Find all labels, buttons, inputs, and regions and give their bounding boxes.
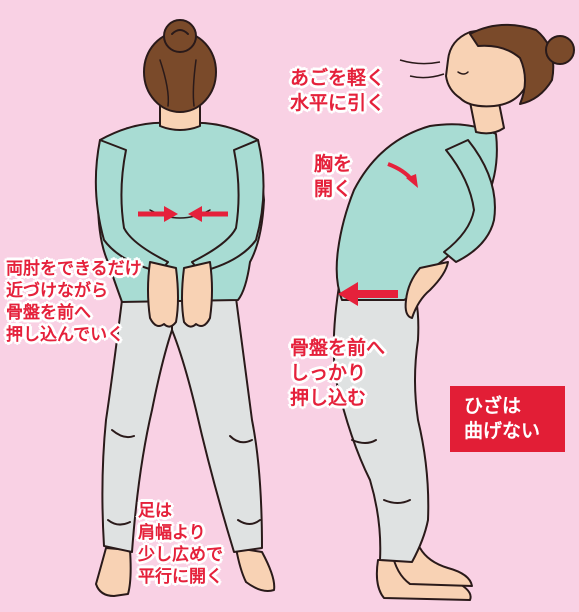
- side-hair-bun: [546, 36, 574, 64]
- chin-label: あごを軽く 水平に引く: [290, 66, 385, 116]
- left-foot: [96, 548, 131, 596]
- knees-badge: ひざは 曲げない: [450, 386, 565, 452]
- back-right-hand: [182, 262, 212, 327]
- pelvis-label: 骨盤を前へ しっかり 押し込む: [290, 336, 385, 411]
- chest-label: 胸を 開く: [314, 152, 352, 202]
- back-left-hand: [148, 262, 178, 327]
- feet-label: 足は 肩幅より 少し広めで 平行に開く: [138, 500, 223, 588]
- side-pants: [334, 280, 429, 562]
- breath-lines: [400, 60, 444, 78]
- back-hair-bun: [164, 20, 196, 52]
- elbows-label: 両肘をできるだけ 近づけながら 骨盤を前へ 押し込んでいく: [6, 258, 142, 346]
- right-foot: [236, 548, 274, 591]
